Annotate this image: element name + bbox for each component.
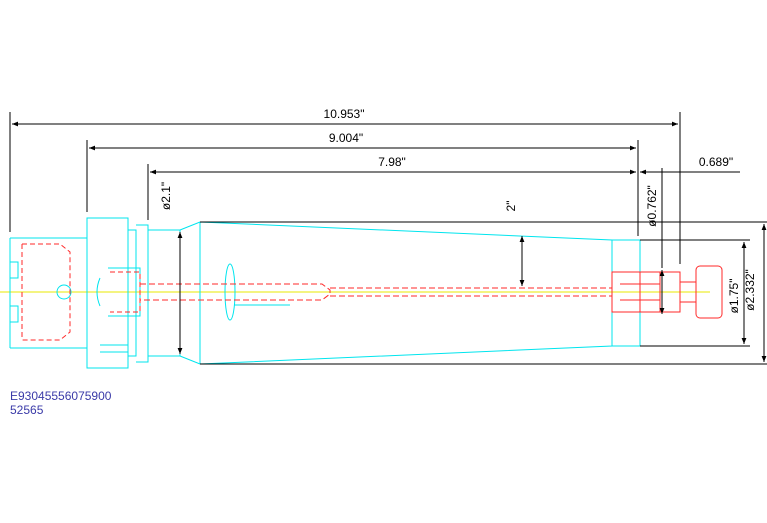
dim-extension: 0.689" [699, 155, 733, 169]
dim-overall-length: 10.953" [324, 107, 365, 121]
part-code: 52565 [10, 403, 44, 417]
dim-shank-length: 9.004" [329, 131, 363, 145]
dim-body-length: 7.98" [378, 155, 406, 169]
part-number: E93045556075900 [10, 389, 112, 403]
dim-taper-note: 2" [504, 201, 518, 212]
dim-nose-diameter: ø1.75" [727, 279, 741, 314]
dimension-lines [9, 112, 767, 365]
tool-outline [9, 217, 641, 369]
dim-bore-diameter: ø0.762" [645, 185, 659, 227]
dim-body-diameter: ø2.332" [743, 269, 757, 311]
dim-flange-diameter: ø2.1" [159, 182, 173, 210]
hidden-lines [21, 243, 723, 341]
